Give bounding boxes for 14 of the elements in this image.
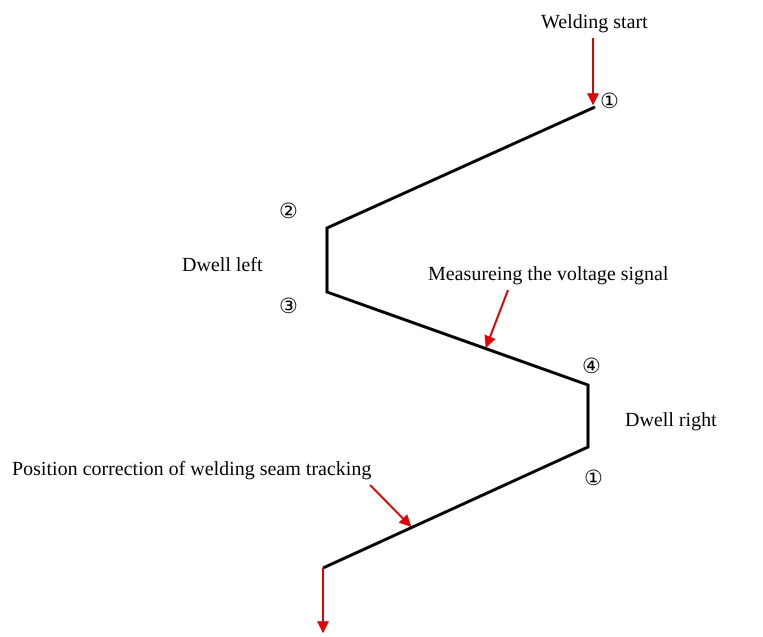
point-number: ① <box>584 465 603 491</box>
arrow <box>317 568 329 634</box>
annotation-text: Dwell right <box>625 408 717 433</box>
point-number: ③ <box>279 293 298 319</box>
annotation-text: Dwell left <box>182 253 263 278</box>
arrow <box>484 290 509 348</box>
point-number: ④ <box>582 353 601 379</box>
annotation-text: Position correction of welding seam tracking <box>12 455 514 483</box>
arrow <box>369 484 412 527</box>
annotation-text: Welding start <box>541 8 691 36</box>
point-number: ① <box>600 88 619 114</box>
point-number: ② <box>279 198 298 224</box>
annotation-text: Measureing the voltage signal <box>428 260 710 288</box>
arrow <box>587 38 599 106</box>
